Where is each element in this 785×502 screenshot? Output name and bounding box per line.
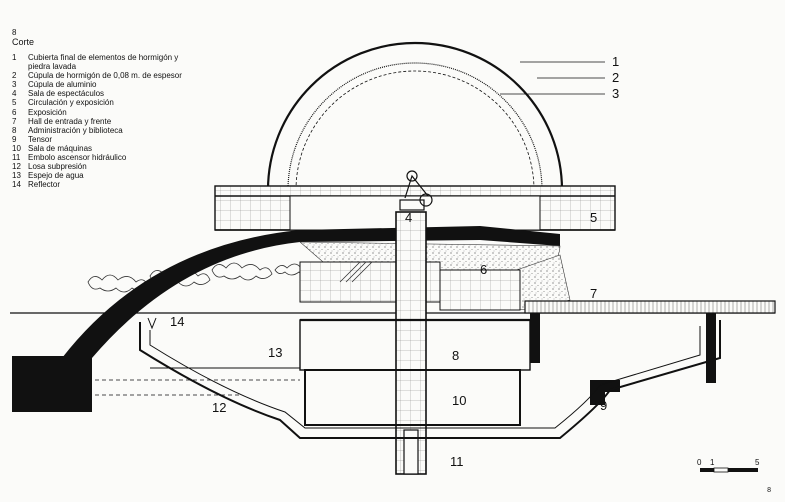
callout-4: 4	[405, 210, 412, 225]
legend-text: Sala de espectáculos	[28, 89, 105, 99]
legend-number: 10	[12, 143, 21, 153]
legend-text: Cubierta final de elementos de hormigón …	[28, 53, 179, 72]
legend-text: Cúpula de aluminio	[28, 80, 97, 90]
callout-8: 8	[452, 348, 459, 363]
callout-10: 10	[452, 393, 466, 408]
legend-text: Espejo de agua	[28, 171, 84, 181]
deck-column	[706, 313, 716, 383]
legend-text: Losa subpresión	[28, 162, 87, 172]
legend-item: 13 Espejo de agua	[12, 171, 182, 180]
legend-item: 11 Embolo ascensor hidráulico	[12, 153, 182, 162]
reflector-icon	[147, 317, 157, 330]
lift-piston	[403, 429, 419, 475]
corner-mark: 8	[767, 487, 771, 494]
legend-number: 6	[12, 107, 17, 117]
legend-list: 1 Cubierta final de elementos de hormigón…	[12, 53, 182, 189]
legend-item: 12 Losa subpresión	[12, 162, 182, 171]
cantilever-arch	[62, 226, 560, 358]
legend-number: 8	[12, 125, 17, 135]
legend-number: 1	[12, 53, 17, 62]
legend-text: Tensor	[28, 134, 53, 144]
legend-number: 13	[12, 171, 21, 181]
callout-5: 5	[590, 210, 597, 225]
legend-item: 3 Cúpula de aluminio	[12, 80, 182, 89]
legend-item: 7 Hall de entrada y frente	[12, 117, 182, 126]
callout-14: 14	[170, 314, 184, 329]
legend-text: Circulación y exposición	[28, 98, 114, 108]
scale-label-1: 1	[710, 458, 715, 467]
anchor-block	[12, 356, 92, 412]
legend-number: 14	[12, 180, 21, 190]
callout-2: 2	[612, 70, 619, 85]
legend-item: 9 Tensor	[12, 135, 182, 144]
callout-12: 12	[212, 400, 226, 415]
legend-text: Cúpula de hormigón de 0,08 m. de espesor	[28, 71, 182, 81]
basement-shell	[139, 320, 721, 439]
basement-shell-inner	[149, 326, 701, 429]
legend-number: 3	[12, 80, 17, 90]
callout-6: 6	[480, 262, 487, 277]
legend-text: Embolo ascensor hidráulico	[28, 153, 127, 163]
entrance-deck	[524, 300, 776, 314]
outer-dome	[266, 41, 564, 191]
legend-text: Administración y biblioteca	[28, 125, 123, 135]
scale-label-0: 0	[697, 458, 702, 467]
aluminium-dome	[295, 70, 535, 191]
machine-room	[304, 369, 521, 426]
legend-number: 9	[12, 134, 17, 144]
legend-text: Exposición	[28, 107, 67, 117]
legend-text: Hall de entrada y frente	[28, 116, 112, 126]
legend-number: 2	[12, 71, 17, 81]
scale-bar: 0 1 5	[697, 458, 760, 473]
legend-text: Sala de máquinas	[28, 143, 93, 153]
legend-item: 2 Cúpula de hormigón de 0,08 m. de espeso…	[12, 71, 182, 80]
projector-icon	[399, 170, 433, 211]
callout-3: 3	[612, 86, 619, 101]
legend-item: 14 Reflector	[12, 180, 182, 189]
deck-column	[530, 313, 540, 363]
legend-number: 5	[12, 98, 17, 108]
legend-number: 7	[12, 116, 17, 126]
callout-1: 1	[612, 54, 619, 69]
legend-item: 6 Exposición	[12, 108, 182, 117]
legend-item: 1 Cubierta final de elementos de hormigón…	[12, 53, 182, 71]
legend-item: 5 Circulación y exposición	[12, 98, 182, 107]
legend-number: 12	[12, 162, 21, 172]
legend-item: 4 Sala de espectáculos	[12, 89, 182, 98]
mid-level-block	[439, 269, 521, 311]
tensor	[590, 380, 620, 405]
figure-number: 8	[12, 28, 17, 37]
concrete-dome	[287, 62, 543, 191]
callout-9: 9	[600, 398, 607, 413]
figure-title: Corte	[12, 37, 35, 47]
scale-label-5: 5	[755, 458, 760, 467]
legend-text: Reflector	[28, 180, 61, 190]
callout-7: 7	[590, 286, 597, 301]
legend-number: 11	[12, 153, 21, 163]
stair	[339, 261, 373, 283]
callout-11: 11	[450, 454, 464, 469]
legend-item: 8 Administración y biblioteca	[12, 126, 182, 135]
legend-number: 4	[12, 89, 17, 99]
callout-13: 13	[268, 345, 282, 360]
legend-item: 10 Sala de máquinas	[12, 144, 182, 153]
